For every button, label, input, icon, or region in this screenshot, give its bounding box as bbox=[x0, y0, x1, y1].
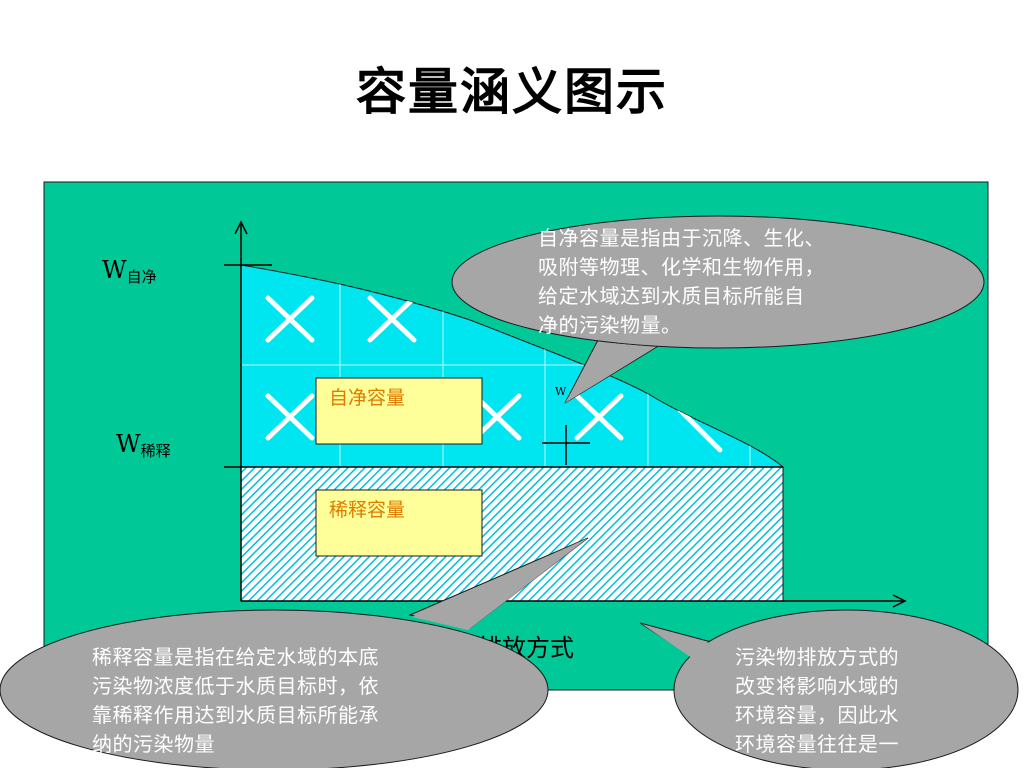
axes bbox=[224, 220, 907, 608]
callout-line: 稀释容量是指在给定水域的本底 bbox=[92, 645, 379, 669]
callout-self-purification-bubble bbox=[451, 215, 985, 404]
w-point-label: W bbox=[555, 385, 567, 398]
callout-self-purification-text: 自净容量是指由于沉降、生化、 吸附等物理、化学和生物作用， 给定水域达到水质目标… bbox=[538, 224, 918, 340]
slide-title: 容量涵义图示 bbox=[356, 63, 668, 121]
callout-line: 环境容量，因此水 bbox=[735, 703, 899, 727]
callout-line: 靠稀释作用达到水质目标所能承 bbox=[92, 703, 379, 727]
dilution-box: 稀释容量 bbox=[315, 489, 483, 557]
self-purification-box: 自净容量 bbox=[315, 377, 483, 445]
callout-emission-text: 污染物排放方式的 改变将影响水域的 环境容量，因此水 环境容量往往是一 bbox=[735, 643, 955, 759]
callout-line: 污染物浓度低于水质目标时，依 bbox=[92, 674, 379, 698]
callout-line: 污染物排放方式的 bbox=[735, 645, 899, 669]
w-dilute-label: W稀释 bbox=[116, 430, 171, 460]
callout-line: 自净容量是指由于沉降、生化、 bbox=[538, 226, 825, 250]
callout-line: 纳的污染物量 bbox=[92, 732, 215, 756]
callout-line: 环境容量往往是一 bbox=[735, 732, 899, 756]
callout-line: 改变将影响水域的 bbox=[735, 674, 899, 698]
w-self-label: W自净 bbox=[102, 256, 157, 286]
dilution-box-label: 稀释容量 bbox=[329, 499, 405, 521]
callout-line: 净的污染物量。 bbox=[538, 313, 682, 337]
callout-line: 给定水域达到水质目标所能自 bbox=[538, 284, 805, 308]
callout-dilution-text: 稀释容量是指在给定水域的本底 污染物浓度低于水质目标时，依 靠稀释作用达到水质目… bbox=[92, 643, 472, 759]
callout-dilution-bubble bbox=[0, 537, 589, 768]
callout-emission-bubble bbox=[639, 609, 1019, 768]
callout-line: 吸附等物理、化学和生物作用， bbox=[538, 255, 825, 279]
self-purification-box-label: 自净容量 bbox=[329, 387, 405, 409]
